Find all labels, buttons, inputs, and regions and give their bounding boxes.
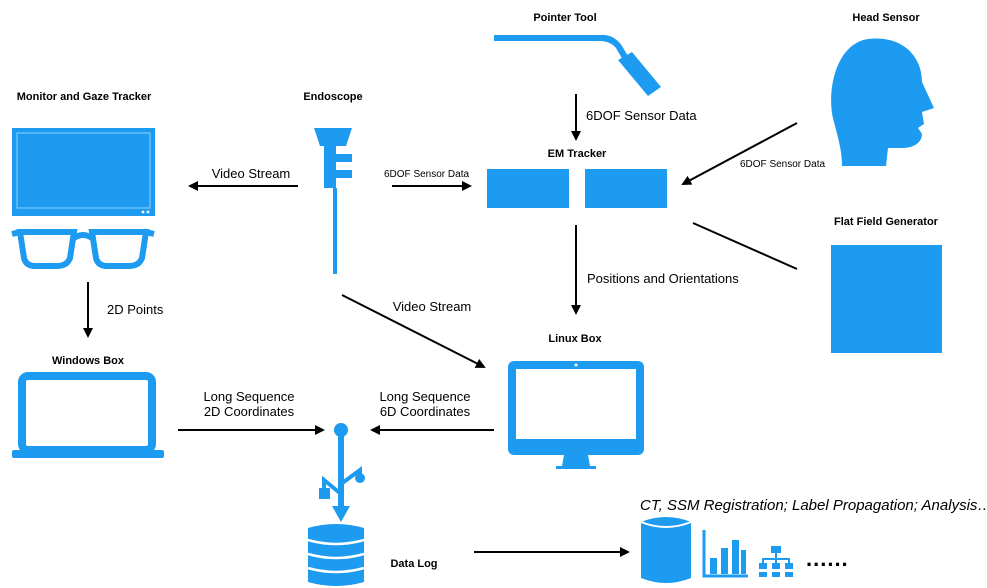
edge-label-gaze-to-windows: 2D Points — [107, 302, 164, 317]
label-windows-box: Windows Box — [52, 355, 125, 367]
edge-label-endoscope-to-linux: Video Stream — [393, 299, 472, 314]
edge-label-linux-to-usb-line2: 6D Coordinates — [380, 404, 471, 419]
edge-label-windows-to-usb-line1: Long Sequence — [203, 389, 294, 404]
em-tracker-icon — [487, 169, 667, 208]
line-tracker-to-field — [692, 222, 798, 270]
bar-chart-icon — [702, 530, 748, 578]
edge-label-linux-to-usb-line1: Long Sequence — [379, 389, 470, 404]
edge-label-endoscope-to-tracker: 6DOF Sensor Data — [384, 169, 469, 180]
pointer-tool-icon — [494, 34, 661, 96]
desktop-icon — [508, 361, 644, 469]
label-linux-box: Linux Box — [548, 333, 602, 345]
label-monitor-gaze-tracker: Monitor and Gaze Tracker — [17, 91, 152, 103]
laptop-icon — [12, 372, 164, 458]
database-icon-analysis — [640, 517, 692, 583]
edge-label-windows-to-usb-line2: 2D Coordinates — [204, 404, 295, 419]
arrow-head-to-tracker — [681, 122, 798, 185]
endoscope-icon — [314, 128, 352, 274]
label-head-sensor: Head Sensor — [852, 12, 920, 24]
edge-label-endoscope-to-monitor: Video Stream — [212, 166, 291, 181]
edge-label-pointer-to-tracker: 6DOF Sensor Data — [586, 108, 697, 123]
analysis-caption: CT, SSM Registration; Label Propagation;… — [640, 497, 987, 514]
edge-label-tracker-to-linux: Positions and Orientations — [587, 271, 739, 286]
field-generator-icon — [831, 245, 942, 353]
database-icon — [307, 524, 365, 586]
label-flat-field-generator: Flat Field Generator — [834, 216, 939, 228]
edge-label-head-to-tracker: 6DOF Sensor Data — [740, 159, 825, 170]
analysis-ellipsis: ...... — [806, 546, 849, 571]
label-endoscope: Endoscope — [303, 91, 362, 103]
label-em-tracker: EM Tracker — [548, 148, 607, 160]
head-icon — [831, 38, 934, 167]
usb-icon — [319, 423, 365, 522]
monitor-icon — [12, 128, 155, 216]
label-data-log: Data Log — [390, 558, 437, 570]
arrow-endoscope-to-linux — [341, 294, 486, 368]
hierarchy-icon — [759, 546, 793, 577]
label-pointer-tool: Pointer Tool — [533, 12, 596, 24]
glasses-icon — [11, 229, 155, 269]
